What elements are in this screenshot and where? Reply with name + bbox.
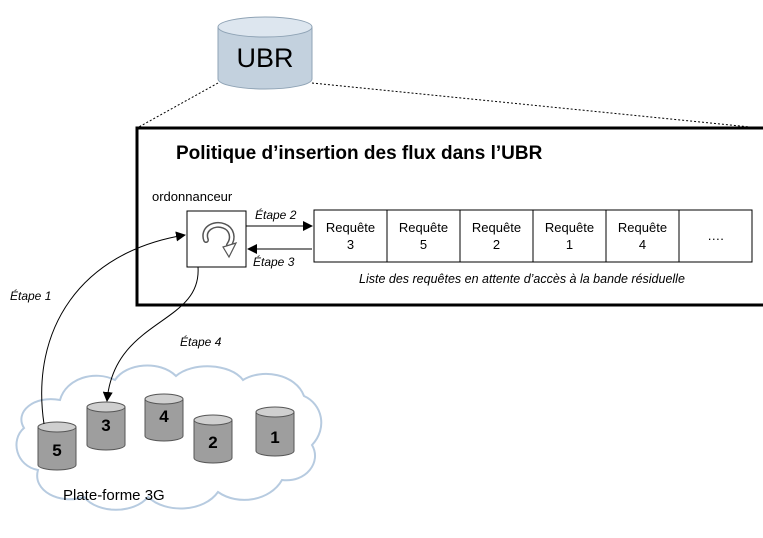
queue-cell (678, 209, 753, 263)
cylinder-4: 4 (144, 393, 184, 442)
queue-cell-ellipsis: …. (707, 228, 724, 243)
queue-cell (532, 209, 607, 263)
ubr-database: UBR (217, 16, 313, 90)
queue-cell-line2: 5 (420, 237, 427, 252)
queue-cell-line1: Requête (472, 220, 521, 235)
scheduler-label: ordonnanceur (152, 189, 233, 204)
queue-cell-line2: 1 (566, 237, 573, 252)
queue-cell (313, 209, 388, 263)
cylinder-number: 5 (52, 441, 61, 460)
queue-cell (605, 209, 680, 263)
step4-label: Étape 4 (180, 334, 222, 349)
cylinder-number: 2 (208, 433, 217, 452)
queue-cell (386, 209, 461, 263)
queue-cell (459, 209, 534, 263)
queue-caption: Liste des requêtes en attente d’accès à … (359, 272, 685, 286)
queue-cell-line1: Requête (326, 220, 375, 235)
queue-cell-line2: 2 (493, 237, 500, 252)
cylinder-1: 1 (255, 406, 295, 457)
step1-arrow (41, 231, 186, 425)
cylinder-5: 5 (37, 421, 77, 471)
scheduler-box (186, 210, 247, 268)
queue-cell-line2: 4 (639, 237, 646, 252)
zoom-line-right (311, 82, 761, 129)
step4-arrow (102, 266, 199, 402)
queue-cell-line1: Requête (399, 220, 448, 235)
cylinder-3: 3 (86, 401, 126, 451)
request-queue: Requête 3 Requête 5 Requête 2 Requête 1 … (313, 209, 753, 263)
cylinder-number: 3 (101, 416, 110, 435)
zoom-line-left (136, 82, 219, 129)
rotate-arrow-icon (202, 221, 238, 259)
step2-label: Étape 2 (255, 207, 297, 222)
cylinder-number: 1 (270, 428, 279, 447)
step1-label: Étape 1 (10, 288, 51, 303)
cylinder-2: 2 (193, 414, 233, 464)
queue-cell-line2: 3 (347, 237, 354, 252)
queue-cell-line1: Requête (618, 220, 667, 235)
cylinder-number: 4 (159, 407, 169, 426)
ubr-label: UBR (236, 43, 293, 73)
panel-title: Politique d’insertion des flux dans l’UB… (176, 143, 543, 164)
platform-label: Plate-forme 3G (63, 487, 165, 504)
step3-label: Étape 3 (253, 254, 295, 269)
queue-cell-line1: Requête (545, 220, 594, 235)
